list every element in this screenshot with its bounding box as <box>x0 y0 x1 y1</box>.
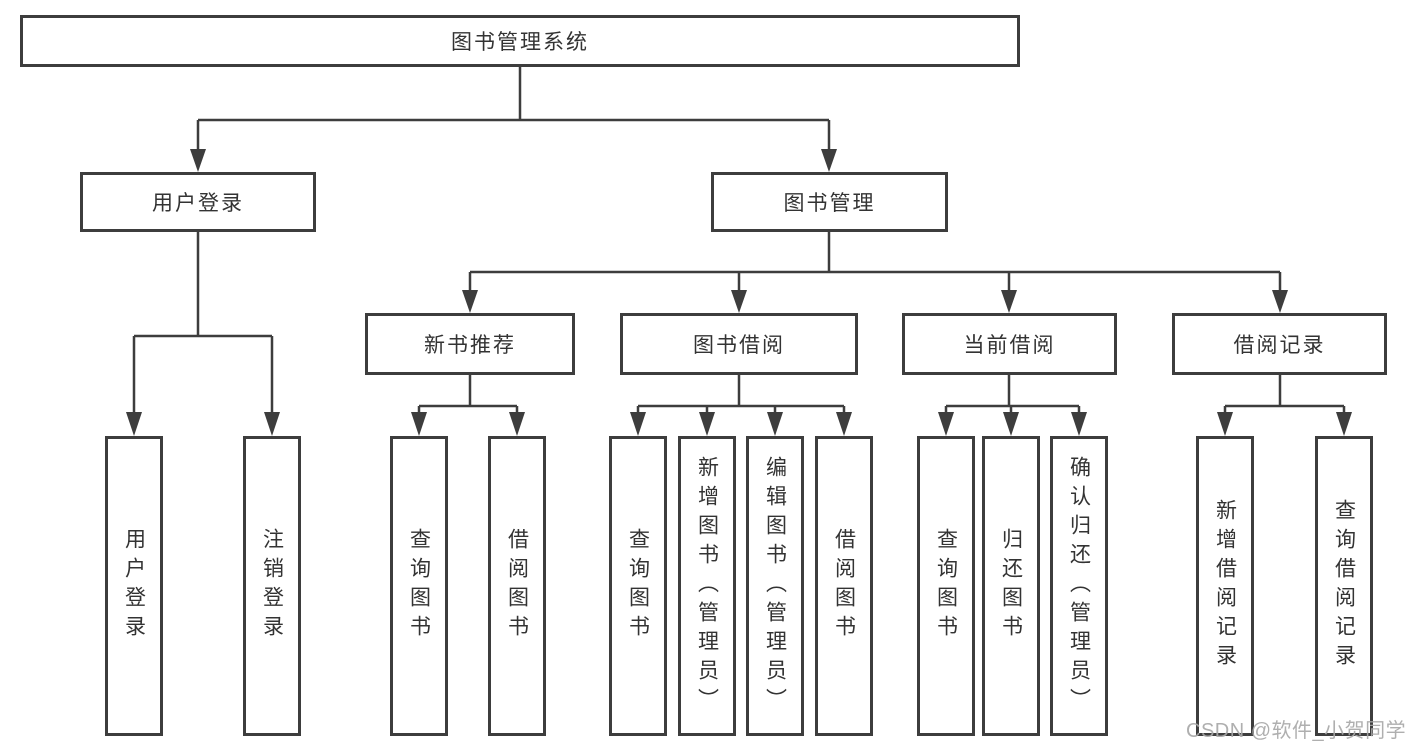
arrow-down-icon <box>1217 412 1233 436</box>
arrow-down-icon <box>190 149 206 172</box>
leaf-add-borrow-record: 新增借阅记录 <box>1196 436 1254 736</box>
node-user-login: 用户登录 <box>80 172 316 232</box>
node-current-borrowing: 当前借阅 <box>902 313 1117 375</box>
arrow-down-icon <box>1336 412 1352 436</box>
leaf-query-books: 查询图书 <box>390 436 448 736</box>
connector-recommend-to-leaves <box>417 375 519 414</box>
leaf-add-books-admin: 新增图书（管理员） <box>678 436 736 736</box>
leaf-label: 用户登录 <box>122 528 146 644</box>
leaf-query-books: 查询图书 <box>609 436 667 736</box>
connector-borrow-to-leaves <box>636 375 846 414</box>
leaf-query-books: 查询图书 <box>917 436 975 736</box>
leaf-label: 查询借阅记录 <box>1332 499 1356 673</box>
leaf-label: 归还图书 <box>999 528 1023 644</box>
arrow-down-icon <box>462 290 478 313</box>
arrow-down-icon <box>411 412 427 436</box>
connector-root-to-level2 <box>196 67 831 152</box>
arrow-down-icon <box>630 412 646 436</box>
leaf-logout: 注销登录 <box>243 436 301 736</box>
arrow-down-icon <box>1071 412 1087 436</box>
leaf-edit-books-admin: 编辑图书（管理员） <box>746 436 804 736</box>
leaf-user-login: 用户登录 <box>105 436 163 736</box>
arrow-down-icon <box>126 412 142 436</box>
leaf-label: 借阅图书 <box>832 528 856 644</box>
leaf-confirm-return-admin: 确认归还（管理员） <box>1050 436 1108 736</box>
leaf-label: 新增借阅记录 <box>1213 499 1237 673</box>
arrow-down-icon <box>767 412 783 436</box>
leaf-return-books: 归还图书 <box>982 436 1040 736</box>
leaf-borrow-books: 借阅图书 <box>815 436 873 736</box>
leaf-label: 注销登录 <box>260 528 284 644</box>
leaf-label: 新增图书（管理员） <box>695 455 719 717</box>
connector-mgmt-to-level3 <box>468 232 1282 292</box>
node-library-management-system: 图书管理系统 <box>20 15 1020 67</box>
arrow-down-icon <box>821 149 837 172</box>
node-book-management: 图书管理 <box>711 172 948 232</box>
connector-current-to-leaves <box>944 375 1081 414</box>
leaf-label: 查询图书 <box>626 528 650 644</box>
arrow-down-icon <box>1003 412 1019 436</box>
arrow-down-icon <box>836 412 852 436</box>
arrowheads <box>126 149 1352 436</box>
arrow-down-icon <box>264 412 280 436</box>
arrow-down-icon <box>938 412 954 436</box>
arrow-down-icon <box>1272 290 1288 313</box>
connector-paths <box>132 67 1346 414</box>
node-book-borrowing: 图书借阅 <box>620 313 858 375</box>
arrow-down-icon <box>509 412 525 436</box>
node-new-book-recommendation: 新书推荐 <box>365 313 575 375</box>
connector-history-to-leaves <box>1223 375 1346 414</box>
leaf-borrow-books: 借阅图书 <box>488 436 546 736</box>
leaf-label: 借阅图书 <box>505 528 529 644</box>
arrow-down-icon <box>731 290 747 313</box>
leaf-label: 查询图书 <box>407 528 431 644</box>
leaf-label: 查询图书 <box>934 528 958 644</box>
leaf-label: 编辑图书（管理员） <box>763 455 787 717</box>
leaf-query-borrow-record: 查询借阅记录 <box>1315 436 1373 736</box>
leaf-label: 确认归还（管理员） <box>1067 455 1091 717</box>
connector-login-to-leaves <box>132 232 274 414</box>
arrow-down-icon <box>1001 290 1017 313</box>
arrow-down-icon <box>699 412 715 436</box>
csdn-watermark: CSDN @软件_小贺同学 <box>1186 720 1405 742</box>
node-borrowing-records: 借阅记录 <box>1172 313 1387 375</box>
